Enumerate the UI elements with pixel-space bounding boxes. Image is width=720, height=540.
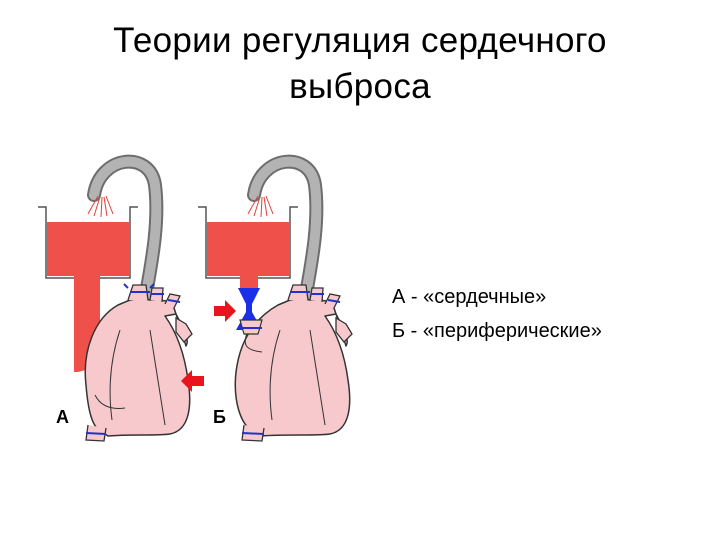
arrow-b xyxy=(214,300,236,322)
arrow-a xyxy=(181,370,204,392)
spray-a xyxy=(87,195,114,218)
title-line-1: Теории регуляция сердечного xyxy=(113,21,607,60)
figure-label-b: Б xyxy=(213,407,226,427)
legend-item-b: Б - «периферические» xyxy=(392,320,602,342)
legend-item-a: А - «сердечные» xyxy=(392,286,547,308)
spray-b xyxy=(247,195,274,218)
reservoir-b-fluid xyxy=(207,222,289,288)
legend: А - «сердечные» Б - «периферические» xyxy=(392,280,602,348)
reservoir-a-fluid xyxy=(47,222,129,372)
ligatures-b xyxy=(240,291,341,435)
panel-b: Б xyxy=(198,154,353,442)
title-line-2: выброса xyxy=(289,67,431,106)
heart-a xyxy=(84,297,191,437)
panel-a: А xyxy=(38,154,204,442)
figure-label-a: А xyxy=(56,407,69,427)
ligatures-a xyxy=(85,283,181,435)
slide-title: Теории регуляция сердечного выброса xyxy=(0,18,720,110)
